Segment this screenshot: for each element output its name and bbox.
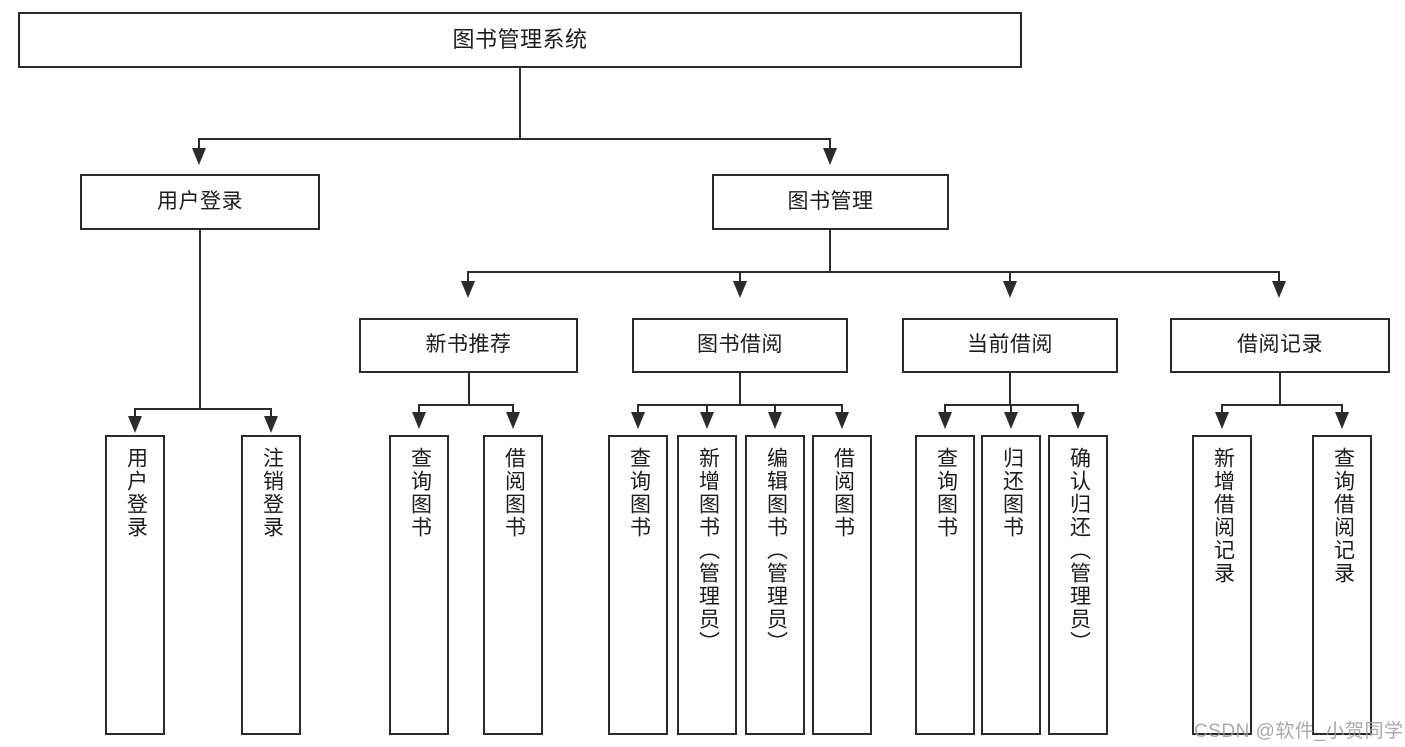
connector-book-borrow-stem [739,373,741,405]
connector-book-borrow-l1 [637,404,639,414]
arrowhead-leaf-edit-book [768,412,782,429]
leaf-confirm-return-label: 确认归还（管理员） [1067,447,1091,654]
connector-book-borrow-l3 [774,404,776,414]
leaf-query-book-3-label: 查询图书 [934,447,958,539]
arrowhead-leaf-add-record [1215,412,1229,429]
arrowhead-current-borrow [1003,281,1017,298]
watermark-text: CSDN @软件_小贺同学 [1194,721,1404,742]
leaf-add-book-label: 新增图书（管理员） [696,447,720,654]
arrowhead-leaf-query-book-1 [412,412,426,429]
connector-to-new-book [467,271,469,283]
connector-user-login-bus [134,408,272,410]
connector-current-borrow-l1 [944,404,946,414]
connector-new-book-l2 [512,404,514,414]
leaf-query-book-2-label: 查询图书 [627,447,651,539]
leaf-add-book[interactable]: 新增图书（管理员） [677,435,737,735]
connector-book-management-stem [829,230,831,272]
connector-new-book-stem [468,373,470,405]
leaf-query-record-label: 查询借阅记录 [1331,447,1355,585]
arrowhead-leaf-borrow-book-1 [506,412,520,429]
node-new-book-recommend-label: 新书推荐 [425,333,512,357]
leaf-query-book-1-label: 查询图书 [408,447,432,539]
connector-new-book-bus [418,404,514,406]
leaf-borrow-book-2-label: 借阅图书 [831,447,855,539]
arrowhead-leaf-query-book-2 [631,412,645,429]
leaf-query-book-2[interactable]: 查询图书 [608,435,668,735]
node-book-borrow-label: 图书借阅 [697,333,783,357]
leaf-return-book[interactable]: 归还图书 [981,435,1041,735]
leaf-user-login-label: 用户登录 [124,447,148,539]
connector-current-borrow-l2 [1010,404,1012,414]
node-user-login[interactable]: 用户登录 [80,174,320,230]
leaf-add-record-label: 新增借阅记录 [1211,447,1235,585]
arrowhead-leaf-borrow-book-2 [835,412,849,429]
connector-new-book-l1 [418,404,420,414]
arrowhead-leaf-add-book [700,412,714,429]
connector-to-borrow-record [1278,271,1280,283]
connector-book-management-bus [467,271,1279,273]
connector-borrow-record-bus [1221,404,1343,406]
leaf-user-logout[interactable]: 注销登录 [241,435,301,735]
leaf-query-record[interactable]: 查询借阅记录 [1312,435,1372,735]
connector-root-stem [519,68,521,139]
arrowhead-book-borrow [733,281,747,298]
arrowhead-leaf-user-login [128,416,142,433]
node-current-borrow[interactable]: 当前借阅 [902,318,1118,373]
arrowhead-leaf-return-book [1004,412,1018,429]
node-user-login-label: 用户登录 [157,189,243,213]
connector-borrow-record-l2 [1341,404,1343,414]
node-new-book-recommend[interactable]: 新书推荐 [359,318,578,373]
node-book-management[interactable]: 图书管理 [712,174,949,230]
node-book-borrow[interactable]: 图书借阅 [632,318,848,373]
connector-current-borrow-stem [1009,373,1011,405]
connector-to-user-login [198,138,200,150]
node-book-management-label: 图书管理 [787,189,874,213]
connector-to-current-borrow [1009,271,1011,283]
node-borrow-record[interactable]: 借阅记录 [1170,318,1390,373]
arrowhead-leaf-user-logout [264,416,278,433]
connector-to-book-borrow [739,271,741,283]
connector-book-borrow-l2 [706,404,708,414]
connector-root-bus [198,138,831,140]
connector-borrow-record-stem [1279,373,1281,405]
arrowhead-user-login [192,148,206,165]
connector-book-borrow-bus [637,404,843,406]
leaf-borrow-book-1[interactable]: 借阅图书 [483,435,543,735]
arrowhead-book-management [823,148,837,165]
leaf-user-login[interactable]: 用户登录 [105,435,165,735]
leaf-borrow-book-1-label: 借阅图书 [502,447,526,539]
node-borrow-record-label: 借阅记录 [1237,333,1323,357]
node-current-borrow-label: 当前借阅 [967,333,1053,357]
leaf-query-book-3[interactable]: 查询图书 [915,435,975,735]
arrowhead-leaf-confirm-return [1071,412,1085,429]
arrowhead-leaf-query-record [1335,412,1349,429]
connector-user-login-stem [199,230,201,410]
connector-to-book-management [829,138,831,150]
leaf-borrow-book-2[interactable]: 借阅图书 [812,435,872,735]
leaf-add-record[interactable]: 新增借阅记录 [1192,435,1252,735]
arrowhead-new-book-recommend [461,281,475,298]
connector-user-login-left [134,408,136,418]
leaf-confirm-return[interactable]: 确认归还（管理员） [1048,435,1108,735]
node-root-label: 图书管理系统 [452,27,588,53]
leaf-return-book-label: 归还图书 [1000,447,1024,539]
connector-current-borrow-l3 [1077,404,1079,414]
arrowhead-borrow-record [1272,281,1286,298]
leaf-edit-book-label: 编辑图书（管理员） [764,447,788,654]
leaf-user-logout-label: 注销登录 [260,447,284,539]
connector-book-borrow-l4 [841,404,843,414]
arrowhead-leaf-query-book-3 [938,412,952,429]
leaf-query-book-1[interactable]: 查询图书 [389,435,449,735]
leaf-edit-book[interactable]: 编辑图书（管理员） [745,435,805,735]
connector-user-login-right [270,408,272,418]
connector-borrow-record-l1 [1221,404,1223,414]
node-root[interactable]: 图书管理系统 [18,12,1022,68]
